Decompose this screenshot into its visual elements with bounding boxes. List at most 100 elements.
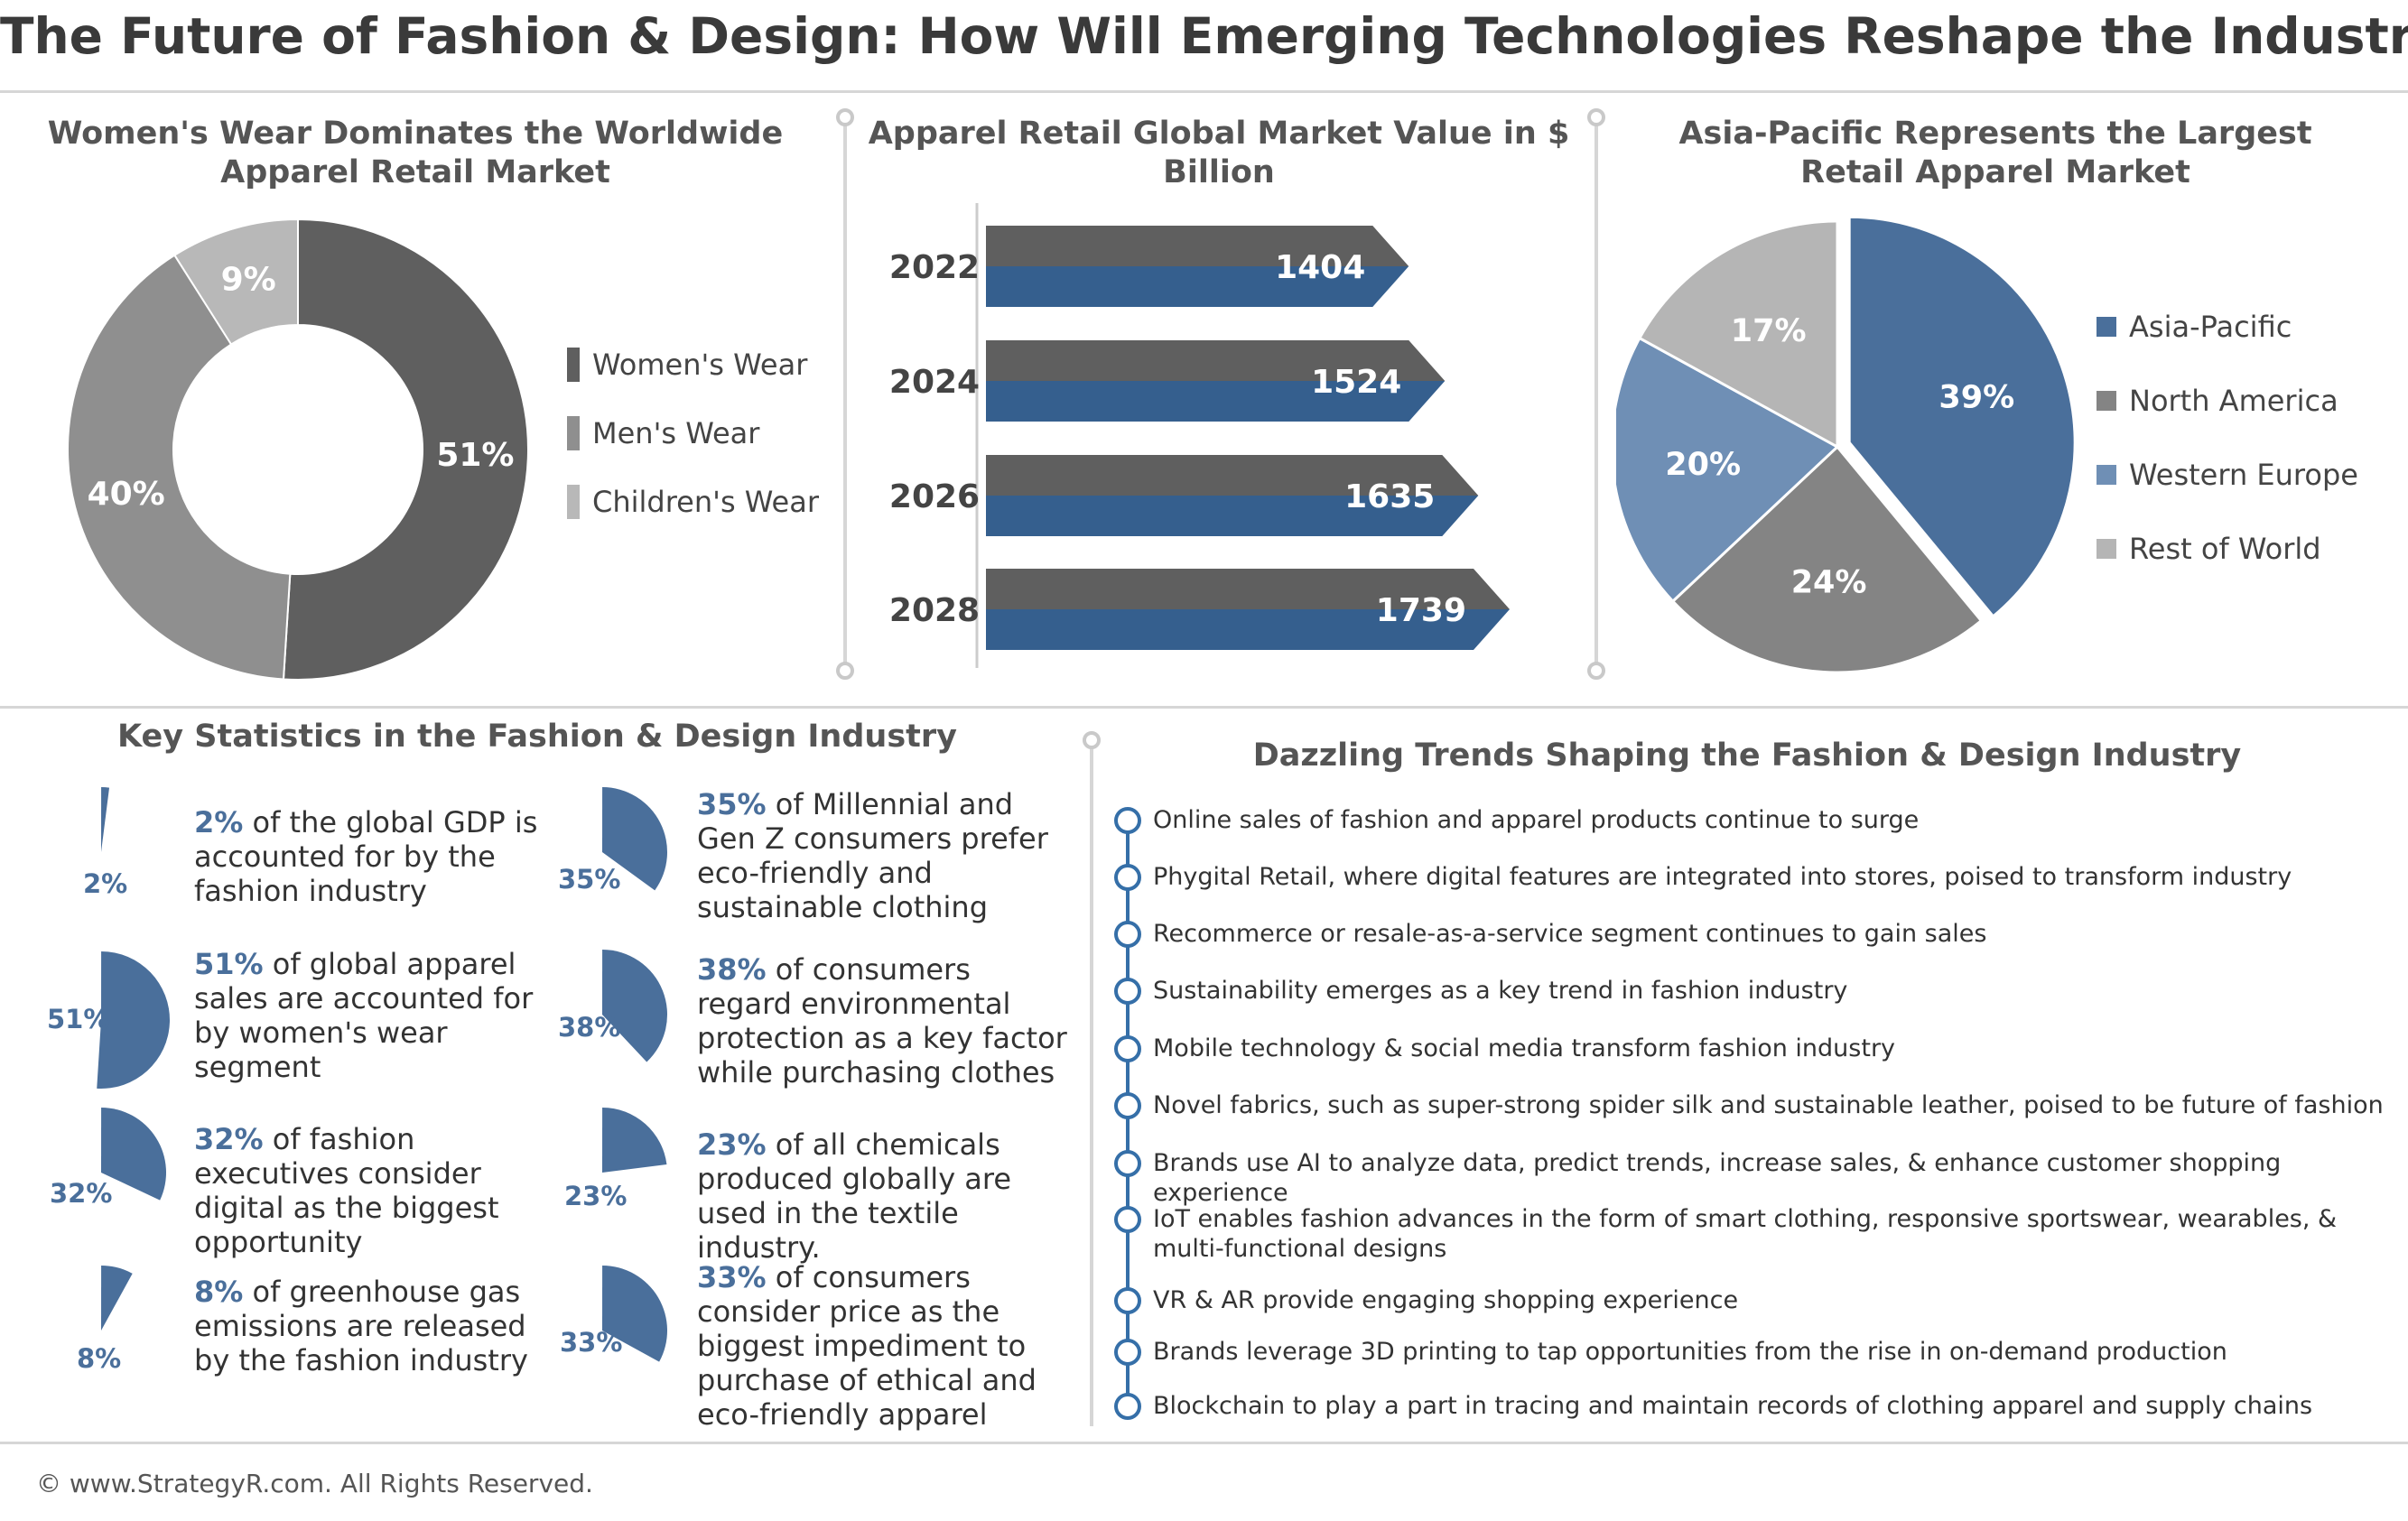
- bar-value-label: 1739: [1376, 592, 1466, 629]
- stat-wedge-icon: [101, 1266, 133, 1331]
- stat-wedge-label: 51%: [47, 1004, 110, 1034]
- legend-label: Women's Wear: [592, 348, 808, 382]
- footer-divider: [0, 1442, 2408, 1444]
- bar-arrow-top: [986, 340, 1446, 381]
- divider-dot: [1587, 662, 1605, 680]
- stat-wedge-label: 33%: [560, 1327, 623, 1358]
- trend-bullet-icon: [1114, 807, 1141, 834]
- trends-title: Dazzling Trends Shaping the Fashion & De…: [1252, 737, 2242, 774]
- bar-arrow-bottom: [986, 496, 1479, 536]
- top-divider-1: [843, 117, 847, 670]
- stat-item: 38% of consumers regard environmental pr…: [697, 952, 1067, 1090]
- pie-legend: Asia-Pacific North America Western Europ…: [2097, 310, 2358, 566]
- stat-item: 8% of greenhouse gas emissions are relea…: [194, 1275, 528, 1377]
- stat-wedge-icon: [602, 1266, 667, 1362]
- stat-wedge: [602, 1108, 667, 1173]
- donut-slice: [67, 254, 292, 681]
- trend-item: Online sales of fashion and apparel prod…: [1153, 806, 1920, 834]
- trend-item: Mobile technology & social media transfo…: [1153, 1034, 1896, 1062]
- stat-wedge-label: 8%: [77, 1343, 122, 1374]
- stat-wedge-icon: [602, 787, 667, 891]
- stat-wedge-icon: [101, 1108, 166, 1201]
- pie-slice-label: 17%: [1731, 313, 1807, 349]
- legend-childrens-wear: Children's Wear: [567, 485, 819, 519]
- trend-item: Phygital Retail, where digital features …: [1153, 863, 2292, 891]
- bar-arrow-bottom: [986, 609, 1510, 650]
- legend-swatch: [2097, 539, 2116, 559]
- bar-value-label: 1404: [1275, 249, 1365, 286]
- legend-north-america: North America: [2097, 384, 2358, 418]
- legend-swatch: [567, 348, 580, 382]
- title-divider: [0, 90, 2408, 93]
- donut-slice-label: 40%: [88, 476, 165, 513]
- trend-bullet-icon: [1114, 1150, 1141, 1177]
- mid-divider: [0, 706, 2408, 709]
- legend-label: Western Europe: [2129, 458, 2358, 492]
- stat-wedge-icon: [602, 1108, 667, 1173]
- trend-item: Novel fabrics, such as super-strong spid…: [1153, 1091, 2384, 1119]
- pie-slice: [1847, 215, 2077, 618]
- stat-wedge: [602, 787, 667, 891]
- trend-item: VR & AR provide engaging shopping experi…: [1153, 1286, 1739, 1314]
- donut-legend: Women's Wear Men's Wear Children's Wear: [567, 348, 819, 519]
- stat-wedge-label: 38%: [558, 1012, 621, 1043]
- trend-bullet-icon: [1114, 978, 1141, 1005]
- stat-wedge-icon: [97, 951, 170, 1089]
- trend-bullet-icon: [1114, 1393, 1141, 1420]
- donut-slice: [282, 218, 529, 681]
- legend-womens-wear: Women's Wear: [567, 348, 819, 382]
- pie-slice: [1616, 336, 1840, 604]
- trend-item: Brands leverage 3D printing to tap oppor…: [1153, 1338, 2227, 1366]
- legend-label: Asia-Pacific: [2129, 310, 2292, 344]
- bar-arrow-top: [986, 455, 1479, 496]
- footer-copyright: © www.StrategyR.com. All Rights Reserved…: [36, 1469, 593, 1498]
- bar-category-label: 2026: [889, 478, 980, 515]
- trend-bullet-icon: [1114, 1035, 1141, 1062]
- legend-label: Rest of World: [2129, 532, 2321, 566]
- legend-swatch: [567, 485, 580, 519]
- legend-rest-of-world: Rest of World: [2097, 532, 2358, 566]
- bar-arrow-top: [986, 569, 1510, 609]
- trend-bullet-icon: [1114, 1092, 1141, 1119]
- stat-item: 32% of fashion executives consider digit…: [194, 1122, 499, 1259]
- trend-item: Recommerce or resale-as-a-service segmen…: [1153, 920, 1987, 948]
- trend-bullet-icon: [1114, 1206, 1141, 1233]
- donut-slice-label: 51%: [436, 437, 514, 474]
- legend-swatch: [2097, 317, 2116, 337]
- top-divider-2: [1594, 117, 1598, 670]
- bar-category-label: 2028: [889, 592, 980, 629]
- bar-category-label: 2022: [889, 249, 980, 286]
- stat-wedge-label: 23%: [564, 1181, 628, 1211]
- trend-bullet-icon: [1114, 864, 1141, 891]
- bar-category-label: 2024: [889, 364, 980, 401]
- stat-wedge: [101, 787, 110, 852]
- pie-slice-label: 20%: [1665, 447, 1741, 483]
- legend-swatch: [2097, 391, 2116, 411]
- page-title: The Future of Fashion & Design: How Will…: [0, 7, 2408, 65]
- pie-slice-label: 24%: [1791, 565, 1867, 601]
- legend-swatch: [2097, 465, 2116, 485]
- bar-arrow-bottom: [986, 266, 1409, 307]
- stat-wedge: [101, 1108, 166, 1201]
- bar-arrow-top: [986, 226, 1409, 266]
- stat-wedge: [97, 951, 170, 1089]
- legend-asia-pacific: Asia-Pacific: [2097, 310, 2358, 344]
- trend-item: IoT enables fashion advances in the form…: [1153, 1205, 2338, 1263]
- stat-wedge-icon: [602, 950, 667, 1062]
- trend-item: Brands use AI to analyze data, predict t…: [1153, 1149, 2282, 1207]
- bar-chart-title: Apparel Retail Global Market Value in $ …: [868, 116, 1570, 190]
- stat-item: 35% of Millennial and Gen Z consumers pr…: [697, 787, 1048, 924]
- divider-dot: [1587, 108, 1605, 126]
- donut-chart: 51% 40% 9%: [67, 218, 529, 681]
- trend-item: Blockchain to play a part in tracing and…: [1153, 1392, 2313, 1420]
- donut-slice-label: 9%: [221, 261, 276, 298]
- trend-item: Sustainability emerges as a key trend in…: [1153, 977, 1848, 1005]
- bottom-divider: [1090, 745, 1093, 1426]
- stat-wedge: [602, 950, 667, 1062]
- trend-bullet-icon: [1114, 1339, 1141, 1366]
- stat-wedge-label: 35%: [558, 864, 621, 895]
- pie-slice: [1670, 444, 1984, 674]
- stat-wedge-icon: [101, 787, 110, 852]
- trend-bullet-icon: [1114, 1287, 1141, 1314]
- legend-mens-wear: Men's Wear: [567, 416, 819, 450]
